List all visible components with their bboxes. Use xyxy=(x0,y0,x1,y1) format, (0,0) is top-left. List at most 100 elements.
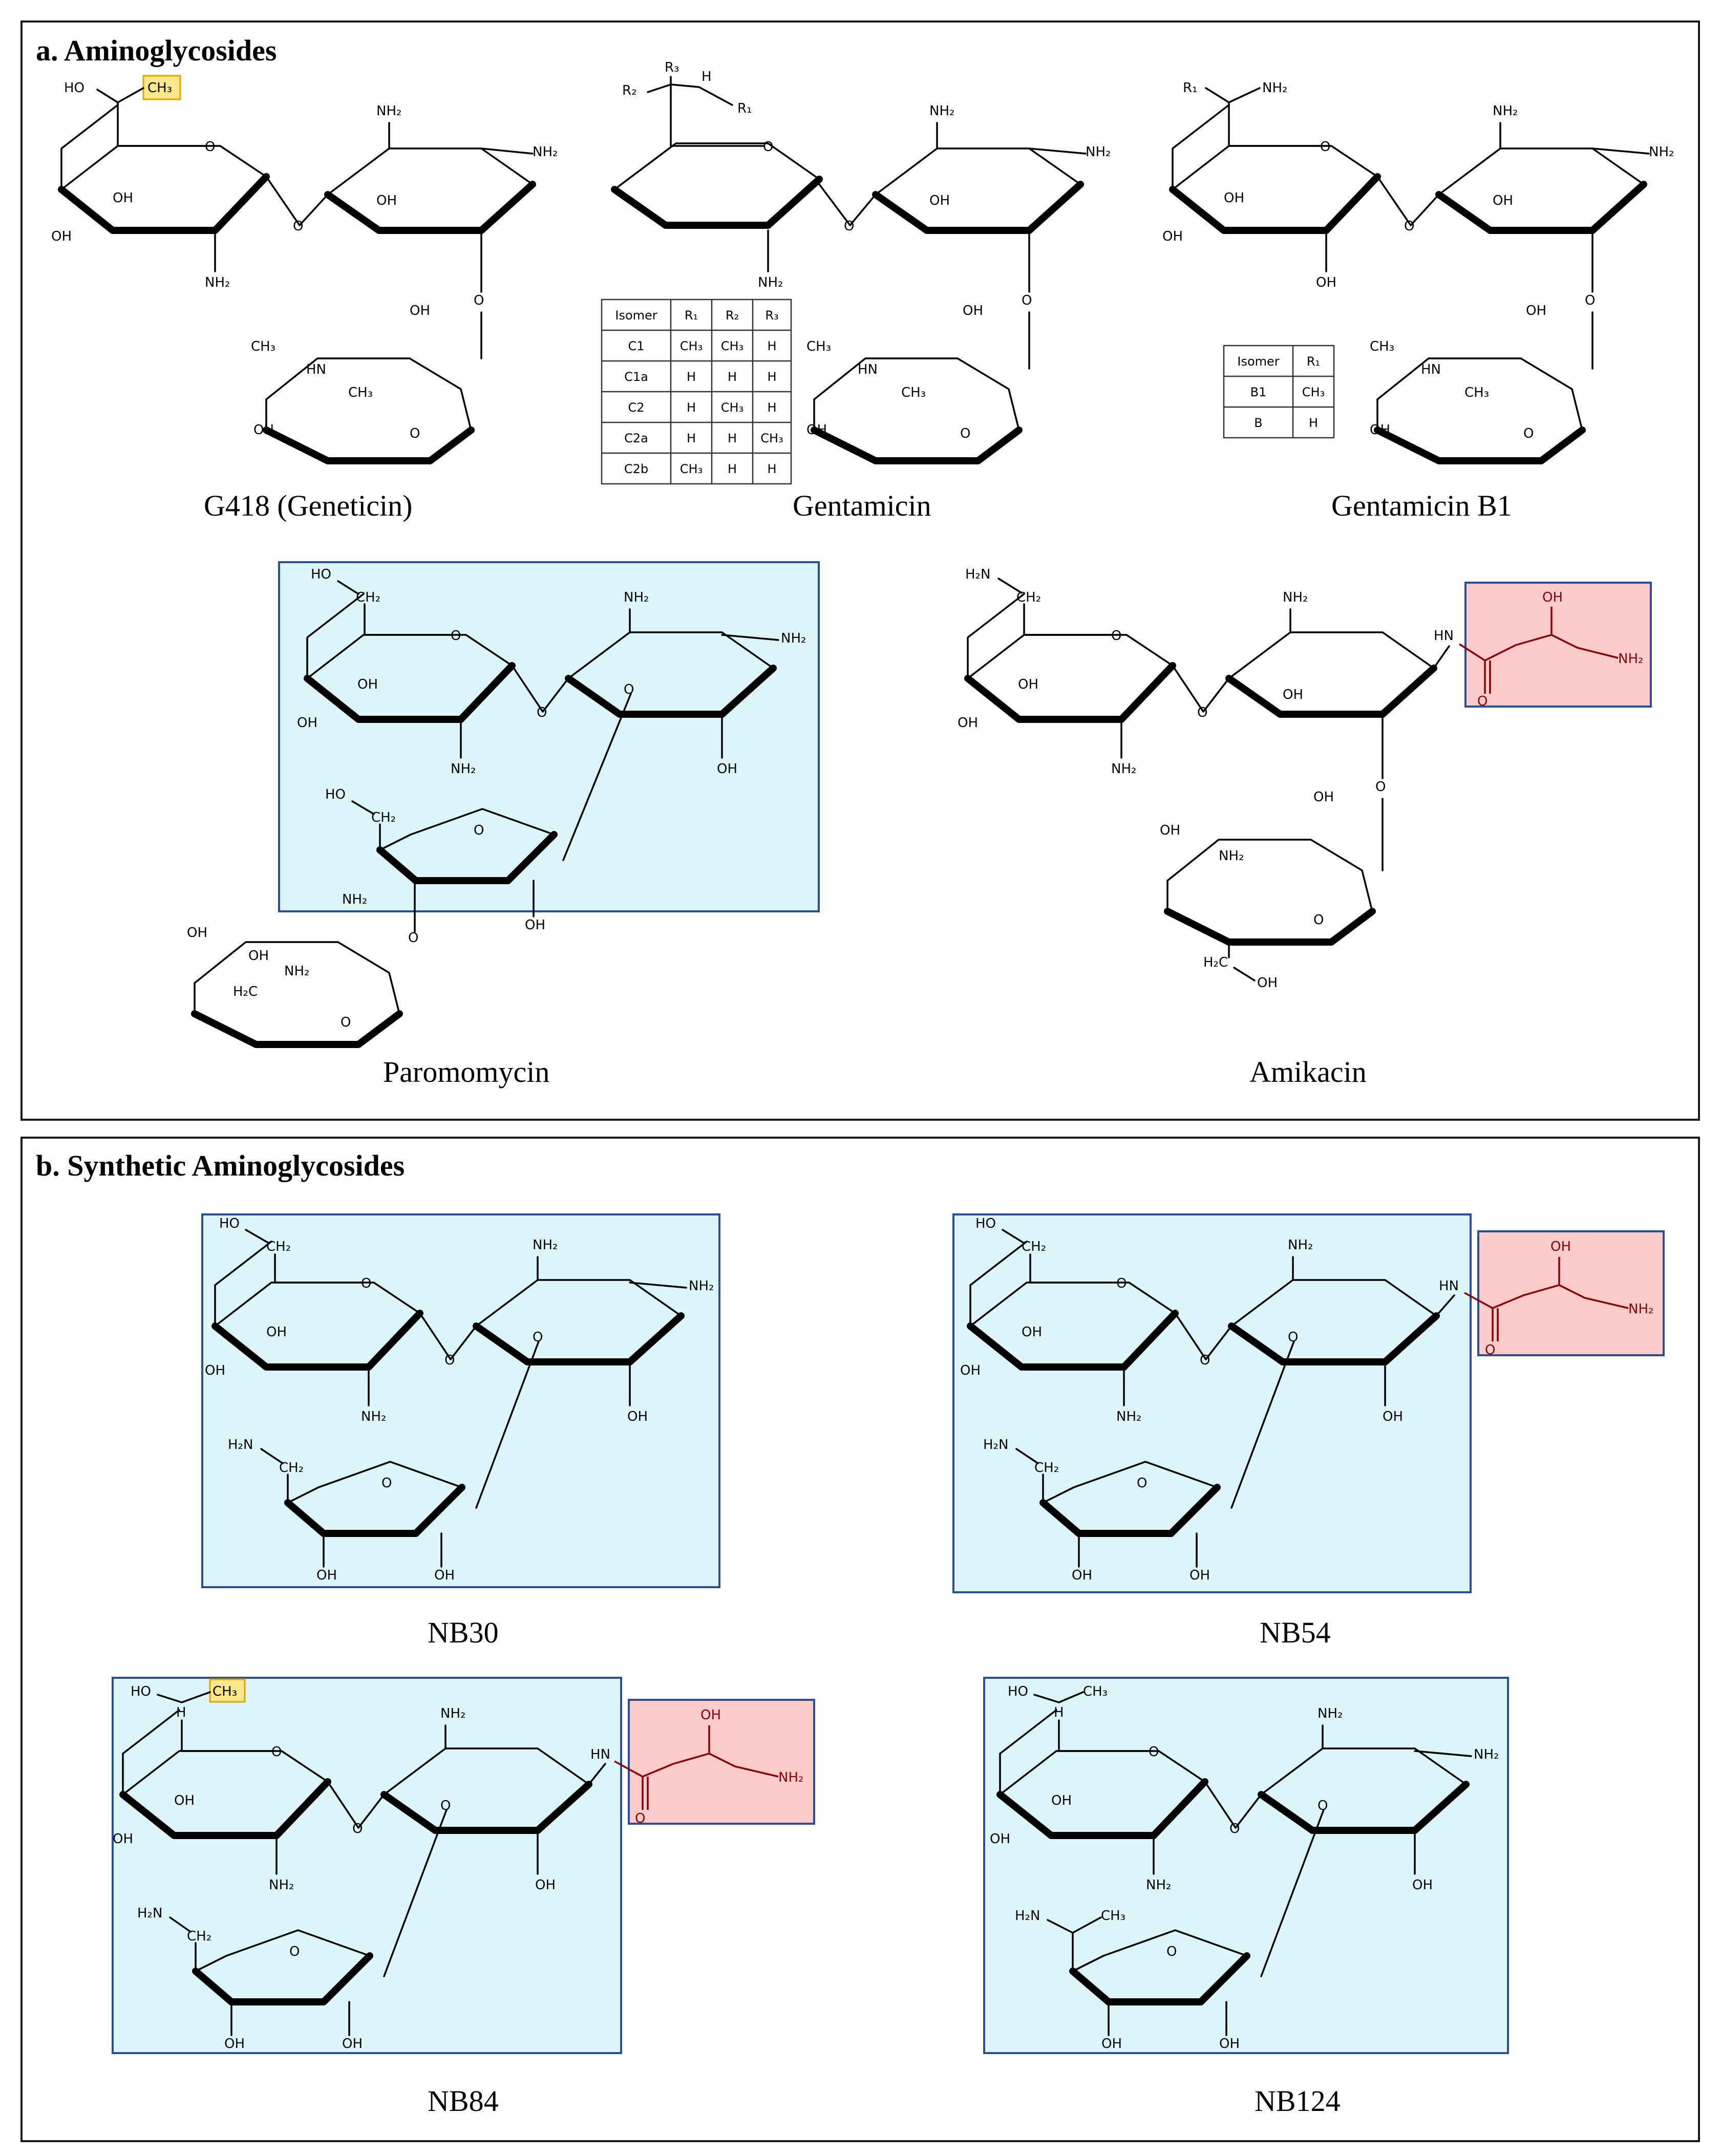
gentamicin-table-cell: C1a xyxy=(624,370,648,384)
caption-paromomycin: Paromomycin xyxy=(383,1055,549,1088)
atom-label: OH xyxy=(1542,590,1563,605)
atom-label: NH₂ xyxy=(1493,103,1518,119)
atom-label: OH xyxy=(806,422,827,438)
atom-label: R₁ xyxy=(737,101,752,116)
atom-label: O xyxy=(635,1811,645,1826)
atom-label: OH xyxy=(316,1568,337,1583)
atom-label: NH₂ xyxy=(778,1770,803,1785)
caption-amikacin: Amikacin xyxy=(1249,1055,1367,1088)
atom-label: O xyxy=(624,682,634,697)
atom-label: H₂N xyxy=(965,567,990,582)
atom-label: HN xyxy=(590,1747,610,1762)
atom-label: OH xyxy=(187,925,207,941)
atom-label: NH₂ xyxy=(1649,144,1674,160)
gentamicin-table-cell: H xyxy=(687,400,696,415)
nb124-highlight xyxy=(983,1677,1509,2054)
atom-label: O xyxy=(1197,705,1207,720)
atom-label: OH xyxy=(1313,789,1334,805)
atom-label: O xyxy=(474,823,484,838)
atom-label: OH xyxy=(958,715,978,731)
atom-label: R₂ xyxy=(622,83,637,98)
atom-label: CH₂ xyxy=(371,810,396,825)
gentamicin-b1-table-header-cell: R₁ xyxy=(1307,354,1320,369)
atom-label: CH₃ xyxy=(213,1684,237,1699)
atom-label: NH₂ xyxy=(451,761,476,777)
atom-label: CH₃ xyxy=(1464,385,1489,400)
atom-label: NH₂ xyxy=(440,1706,465,1721)
atom-label: OH xyxy=(1526,303,1546,318)
atom-label: O xyxy=(1585,293,1595,308)
atom-label: CH₃ xyxy=(348,385,373,400)
atom-label: NH₂ xyxy=(1474,1747,1499,1762)
gentamicin-table-cell: H xyxy=(767,462,776,476)
gentamicin-table-cell: H xyxy=(687,431,696,445)
caption-gentamicin: Gentamicin xyxy=(793,489,931,522)
atom-label: NH₂ xyxy=(1288,1237,1313,1253)
atom-label: H₂N xyxy=(983,1437,1008,1453)
atom-label: OH xyxy=(960,1363,981,1378)
atom-label: R₃ xyxy=(665,60,679,75)
atom-label: OH xyxy=(700,1707,721,1723)
atom-label: OH xyxy=(1018,677,1038,692)
atom-label: OH xyxy=(253,422,274,438)
atom-label: NH₂ xyxy=(758,275,783,290)
gentamicin-b1-table-cell: B xyxy=(1254,416,1262,430)
atom-label: O xyxy=(361,1276,371,1291)
atom-label: HN xyxy=(1439,1278,1459,1294)
atom-label: OH xyxy=(929,193,950,208)
gentamicin-b1-table-header-cell: Isomer xyxy=(1237,354,1279,369)
atom-label: O xyxy=(960,426,970,441)
gentamicin-table-cell: H xyxy=(767,400,776,415)
gentamicin-b1-table-cell: H xyxy=(1309,416,1318,430)
atom-label: NH₂ xyxy=(533,144,558,160)
atom-label: OH xyxy=(1162,229,1183,244)
atom-label: O xyxy=(1166,1944,1177,1959)
atom-label: CH₃ xyxy=(806,339,831,354)
panel-b-heading: b. Synthetic Aminoglycosides xyxy=(36,1149,405,1182)
gentamicin-table-cell: CH₃ xyxy=(721,400,743,415)
atom-label: OH xyxy=(535,1877,556,1893)
caption-nb124: NB124 xyxy=(1255,2084,1341,2118)
atom-label: NH₂ xyxy=(342,892,367,907)
atom-label: O xyxy=(474,293,484,308)
atom-label: OH xyxy=(205,1363,225,1378)
atom-label: OH xyxy=(410,303,430,318)
panel-a-heading: a. Aminoglycosides xyxy=(36,34,277,67)
gentamicin-table-cell: H xyxy=(767,370,776,384)
atom-label: O xyxy=(533,1330,543,1345)
atom-label: O xyxy=(1318,1798,1328,1813)
atom-label: O xyxy=(1313,912,1324,928)
atom-label: OH xyxy=(51,229,72,244)
atom-label: NH₂ xyxy=(269,1877,294,1893)
atom-label: O xyxy=(381,1476,392,1491)
atom-label: OH xyxy=(627,1409,648,1424)
atom-label: OH xyxy=(113,190,133,206)
atom-label: R₁ xyxy=(1183,80,1198,96)
atom-label: H₂N xyxy=(1015,1908,1040,1924)
gentamicin-table-cell: CH₃ xyxy=(721,339,743,353)
atom-label: O xyxy=(440,1798,451,1813)
atom-label: O xyxy=(1111,628,1121,644)
nb30-structure: HO CH₂ O O OH OH NH₂ NH₂ NH₂ O OH H₂N CH… xyxy=(205,1216,714,1583)
atom-label: O xyxy=(1375,779,1386,795)
atom-label: CH₃ xyxy=(1370,339,1394,354)
gentamicin-structure: R₃ H R₂ R₁ O O NH₂ NH₂ NH₂ OH O OH CH₃ H… xyxy=(614,60,1111,461)
gentamicin-table-header-cell: R₁ xyxy=(685,308,698,323)
atom-label: O xyxy=(1320,139,1330,155)
gentamicin-table-header-cell: Isomer xyxy=(615,308,657,323)
atom-label: CH₃ xyxy=(901,385,926,400)
atom-label: O xyxy=(1200,1353,1210,1368)
atom-label: O xyxy=(1404,219,1414,234)
nb30-highlight xyxy=(201,1213,720,1588)
g418-structure: HO CH₃ O O OH OH NH₂ NH₂ NH₂ OH O OH CH₃… xyxy=(51,75,558,461)
atom-label: NH₂ xyxy=(361,1409,386,1424)
atom-label: OH xyxy=(1257,975,1278,991)
atom-label: HO xyxy=(131,1684,151,1699)
gentamicin-table-cell: H xyxy=(687,370,696,384)
atom-label: O xyxy=(1288,1330,1298,1345)
atom-label: OH xyxy=(1101,2036,1122,2052)
atom-label: OH xyxy=(1224,190,1244,206)
atom-label: OH xyxy=(717,761,737,777)
atom-label: O xyxy=(451,628,461,644)
